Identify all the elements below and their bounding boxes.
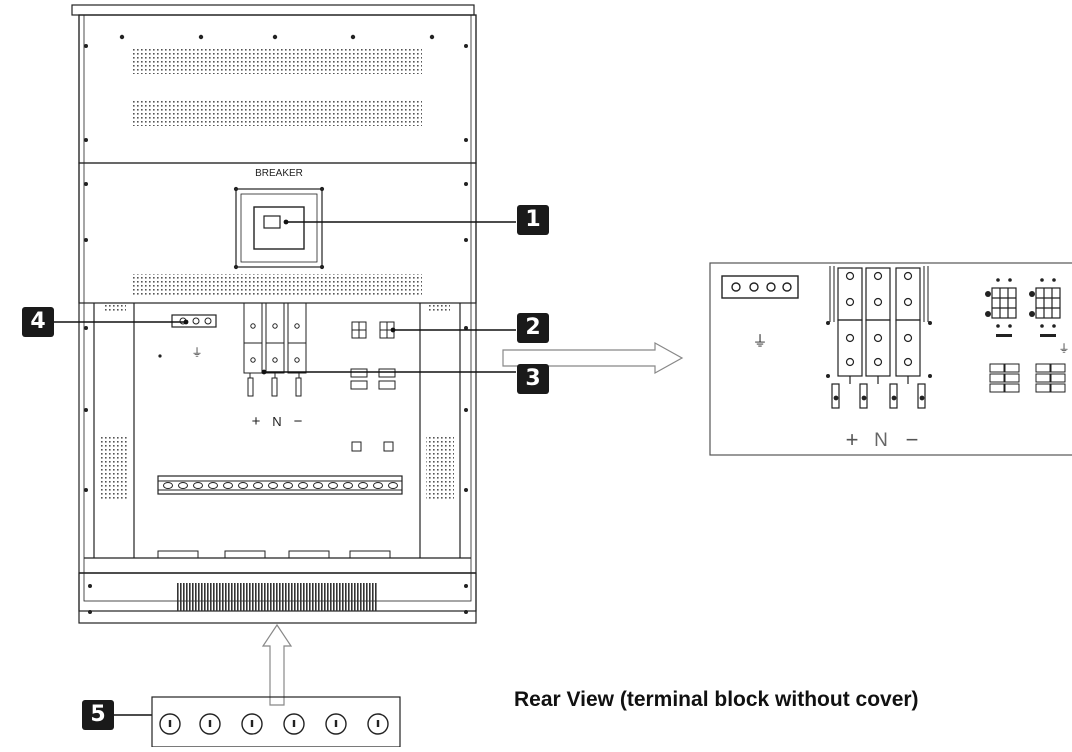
- outlet: [367, 713, 389, 735]
- bottom-grille: [176, 583, 378, 611]
- strip-hole: [178, 482, 188, 489]
- outlet: [325, 713, 347, 735]
- outlet: [241, 713, 263, 735]
- callout-badge-3: 3: [517, 364, 549, 394]
- strip-hole: [343, 482, 353, 489]
- cabinet-screws: [84, 34, 468, 614]
- breaker: [233, 186, 325, 270]
- breaker-label: BREAKER: [255, 168, 303, 179]
- top-panel: [78, 14, 477, 164]
- detail-n-label: N: [874, 430, 888, 451]
- bottom-grille-panel: [78, 572, 477, 624]
- detail-plus-label: +: [846, 427, 859, 452]
- cab-n-label: N: [272, 414, 281, 429]
- outlet: [283, 713, 305, 735]
- cab-plus-label: +: [252, 413, 261, 430]
- strip-hole: [358, 482, 368, 489]
- cabinet-comm-ports: [350, 321, 396, 452]
- bottom-feet: [157, 550, 391, 559]
- top-vent-upper: [132, 48, 422, 74]
- ground-symbol: ⏚: [192, 346, 203, 359]
- side-vent-right: [426, 436, 454, 500]
- strip-hole: [268, 482, 278, 489]
- side-vent-left: [100, 436, 128, 500]
- strip-hole: [253, 482, 263, 489]
- detail-view: [709, 262, 1072, 456]
- callout-badge-5: 5: [82, 700, 114, 730]
- side-vent-tl: [104, 304, 126, 312]
- strip-hole: [313, 482, 323, 489]
- cabinet: [71, 4, 477, 624]
- strip-hole: [193, 482, 203, 489]
- top-vent-lower: [132, 100, 422, 126]
- callout-lines: [54, 221, 516, 716]
- outlet: [159, 713, 181, 735]
- detail-minus-label: −: [906, 427, 919, 452]
- terminal-strip-holes: [163, 482, 398, 489]
- terminal-strip: [157, 475, 403, 495]
- strip-hole: [163, 482, 173, 489]
- callout-badge-4: 4: [22, 307, 54, 337]
- strip-hole: [373, 482, 383, 489]
- detail-ground-symbol-right: ⏚: [1059, 342, 1070, 355]
- callout-badge-2: 2: [517, 313, 549, 343]
- ground-bar: [171, 314, 217, 328]
- strip-hole: [388, 482, 398, 489]
- strip-hole: [223, 482, 233, 489]
- callout-badge-1: 1: [517, 205, 549, 235]
- breaker-vent: [132, 274, 422, 296]
- cabinet-top-cap: [71, 4, 475, 16]
- side-vent-tr: [428, 304, 450, 312]
- strip-hole: [328, 482, 338, 489]
- outlets: [159, 713, 389, 735]
- strip-hole: [283, 482, 293, 489]
- strip-hole: [208, 482, 218, 489]
- cab-minus-label: −: [294, 413, 303, 430]
- strip-hole: [238, 482, 248, 489]
- cabinet-busbars: [243, 302, 307, 397]
- detail-ground-symbol: ⏚: [752, 333, 767, 350]
- up-arrow: [261, 623, 293, 706]
- outlet: [199, 713, 221, 735]
- caption: Rear View (terminal block without cover): [514, 688, 919, 711]
- strip-hole: [298, 482, 308, 489]
